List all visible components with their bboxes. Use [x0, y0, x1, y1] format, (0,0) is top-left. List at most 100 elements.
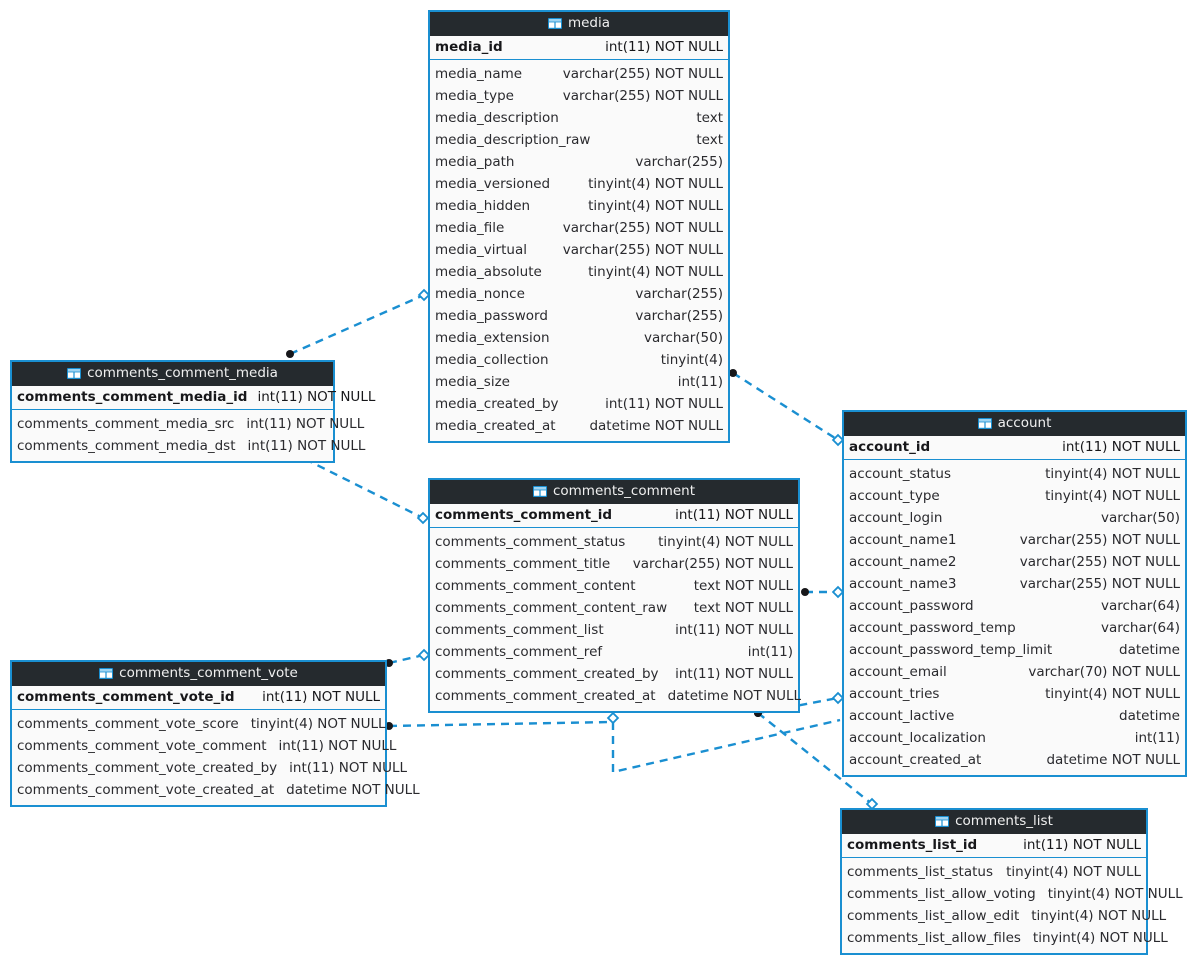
er-column-row-comments_comment_list: comments_comment_list int(11) NOT NULL: [430, 619, 798, 641]
relation-line-ccm-dst-to-media: [289, 293, 425, 356]
er-column-type: varchar(70) NOT NULL: [1028, 664, 1180, 680]
er-column-type: tinyint(4) NOT NULL: [658, 534, 793, 550]
er-column-type: varchar(255) NOT NULL: [1019, 532, 1180, 548]
er-column-name: media_created_at: [435, 418, 556, 434]
er-column-row-comments_comment_content: comments_comment_content text NOT NULL: [430, 575, 798, 597]
er-column-type: datetime NOT NULL: [1046, 752, 1180, 768]
er-column-name: media_file: [435, 220, 505, 236]
table-icon: [977, 418, 992, 429]
er-column-type: int(11): [1134, 730, 1180, 746]
er-table-comments_comment[interactable]: comments_comment comments_comment_id int…: [428, 478, 801, 713]
relation-line-media-created_by-to-account: [732, 371, 839, 442]
table-icon: [547, 18, 562, 29]
er-column-name: media_size: [435, 374, 510, 390]
er-column-list: account_status tinyint(4) NOT NULL accou…: [844, 460, 1185, 775]
er-column-type: int(11) NOT NULL: [675, 507, 793, 523]
er-column-type: varchar(64): [1100, 620, 1180, 636]
relation-line-ccm-src-to-comments_comment: [304, 457, 424, 520]
er-table-comments_comment_media[interactable]: comments_comment_media comments_comment_…: [10, 360, 375, 463]
er-column-type: tinyint(4) NOT NULL: [1045, 466, 1180, 482]
er-column-type: text NOT NULL: [693, 578, 793, 594]
er-table-account[interactable]: account account_id int(11) NOT NULL acco…: [842, 410, 1187, 777]
er-column-row-media_password: media_password varchar(255): [430, 305, 728, 327]
er-column-row-comments_comment_vote_comment: comments_comment_vote_comment int(11) NO…: [12, 735, 396, 757]
er-column-type: varchar(255) NOT NULL: [1019, 554, 1180, 570]
er-column-name: comments_comment_vote_created_by: [17, 760, 278, 776]
er-column-row-media_extension: media_extension varchar(50): [430, 327, 728, 349]
relation-line-ccv-created_by-to-account: [388, 718, 841, 774]
er-column-name: comments_comment_media_src: [17, 416, 235, 432]
er-column-name: account_id: [849, 439, 931, 455]
er-column-name: comments_comment_list: [435, 622, 604, 638]
er-column-row-comments_list_status: comments_list_status tinyint(4) NOT NULL: [842, 861, 1146, 883]
er-column-type: tinyint(4) NOT NULL: [588, 176, 723, 192]
er-column-type: datetime NOT NULL: [589, 418, 723, 434]
er-column-row-comments_list_allow_files: comments_list_allow_files tinyint(4) NOT…: [842, 927, 1168, 949]
er-column-name: media_virtual: [435, 242, 527, 258]
er-table-media[interactable]: media media_id int(11) NOT NULL media_na…: [428, 10, 730, 443]
er-table-title: comments_comment: [552, 483, 696, 499]
er-primary-key-row-comments_comment_vote: comments_comment_vote_id int(11) NOT NUL…: [12, 686, 385, 710]
er-column-name: comments_comment_status: [435, 534, 626, 550]
er-column-type: int(11) NOT NULL: [262, 689, 380, 705]
er-column-name: comments_list_allow_edit: [847, 908, 1020, 924]
relation-dot-media-created_by-to-account: [729, 369, 737, 377]
er-column-name: media_extension: [435, 330, 550, 346]
er-column-type: varchar(50): [1100, 510, 1180, 526]
er-column-name: media_path: [435, 154, 515, 170]
er-table-header: comments_comment_media: [12, 362, 333, 386]
er-column-name: comments_comment_created_by: [435, 666, 659, 682]
er-table-header: media: [430, 12, 728, 36]
er-column-row-comments_comment_created_at: comments_comment_created_at datetime NOT…: [430, 685, 801, 707]
er-column-type: varchar(255): [635, 154, 723, 170]
er-column-row-comments_comment_media_src: comments_comment_media_src int(11) NOT N…: [12, 413, 364, 435]
er-column-row-media_name: media_name varchar(255) NOT NULL: [430, 63, 728, 85]
er-column-name: media_absolute: [435, 264, 542, 280]
er-column-name: comments_comment_id: [435, 507, 613, 523]
er-column-type: tinyint(4) NOT NULL: [588, 198, 723, 214]
er-column-type: int(11) NOT NULL: [675, 666, 793, 682]
er-column-type: varchar(50): [643, 330, 723, 346]
er-column-name: media_name: [435, 66, 523, 82]
er-column-name: account_password_temp_limit: [849, 642, 1053, 658]
er-table-header: comments_comment_vote: [12, 662, 385, 686]
er-column-row-media_type: media_type varchar(255) NOT NULL: [430, 85, 728, 107]
er-column-row-media_description_raw: media_description_raw text: [430, 129, 728, 151]
er-primary-key-row-comments_comment_media: comments_comment_media_id int(11) NOT NU…: [12, 386, 375, 410]
er-column-list: media_name varchar(255) NOT NULL media_t…: [430, 60, 728, 441]
er-table-header: account: [844, 412, 1185, 436]
er-column-name: comments_comment_created_at: [435, 688, 656, 704]
er-column-name: media_description: [435, 110, 559, 126]
er-column-name: account_tries: [849, 686, 940, 702]
er-column-name: comments_comment_content: [435, 578, 636, 594]
er-column-name: comments_comment_title: [435, 556, 611, 572]
er-table-comments_list[interactable]: comments_list comments_list_id int(11) N…: [840, 808, 1183, 955]
er-table-title: comments_comment_media: [87, 365, 278, 381]
relation-line-ccv-comment-to-comments_comment: [388, 653, 425, 665]
er-column-name: comments_comment_vote_id: [17, 689, 235, 705]
er-column-row-media_description: media_description text: [430, 107, 728, 129]
er-column-name: account_login: [849, 510, 943, 526]
er-column-row-account_tries: account_tries tinyint(4) NOT NULL: [844, 683, 1185, 705]
er-column-type: int(11) NOT NULL: [605, 39, 723, 55]
er-column-row-account_name3: account_name3 varchar(255) NOT NULL: [844, 573, 1185, 595]
relation-dot-ccm-dst-to-media: [286, 350, 294, 358]
er-column-type: text NOT NULL: [693, 600, 793, 616]
er-column-type: tinyint(4) NOT NULL: [1006, 864, 1141, 880]
er-column-type: tinyint(4) NOT NULL: [1047, 886, 1183, 902]
er-column-type: datetime NOT NULL: [667, 688, 802, 704]
er-column-row-account_name1: account_name1 varchar(255) NOT NULL: [844, 529, 1185, 551]
er-column-type: varchar(255) NOT NULL: [562, 220, 723, 236]
er-table-title: media: [567, 15, 611, 31]
er-column-type: datetime: [1119, 642, 1180, 658]
er-column-type: varchar(255): [635, 286, 723, 302]
er-column-name: media_id: [435, 39, 503, 55]
er-table-header: comments_list: [842, 810, 1146, 834]
er-column-name: comments_comment_vote_comment: [17, 738, 267, 754]
er-column-row-comments_list_allow_voting: comments_list_allow_voting tinyint(4) NO…: [842, 883, 1183, 905]
er-column-type: tinyint(4): [660, 352, 723, 368]
er-column-name: account_name3: [849, 576, 957, 592]
er-table-comments_comment_vote[interactable]: comments_comment_vote comments_comment_v…: [10, 660, 420, 807]
er-column-row-account_login: account_login varchar(50): [844, 507, 1185, 529]
